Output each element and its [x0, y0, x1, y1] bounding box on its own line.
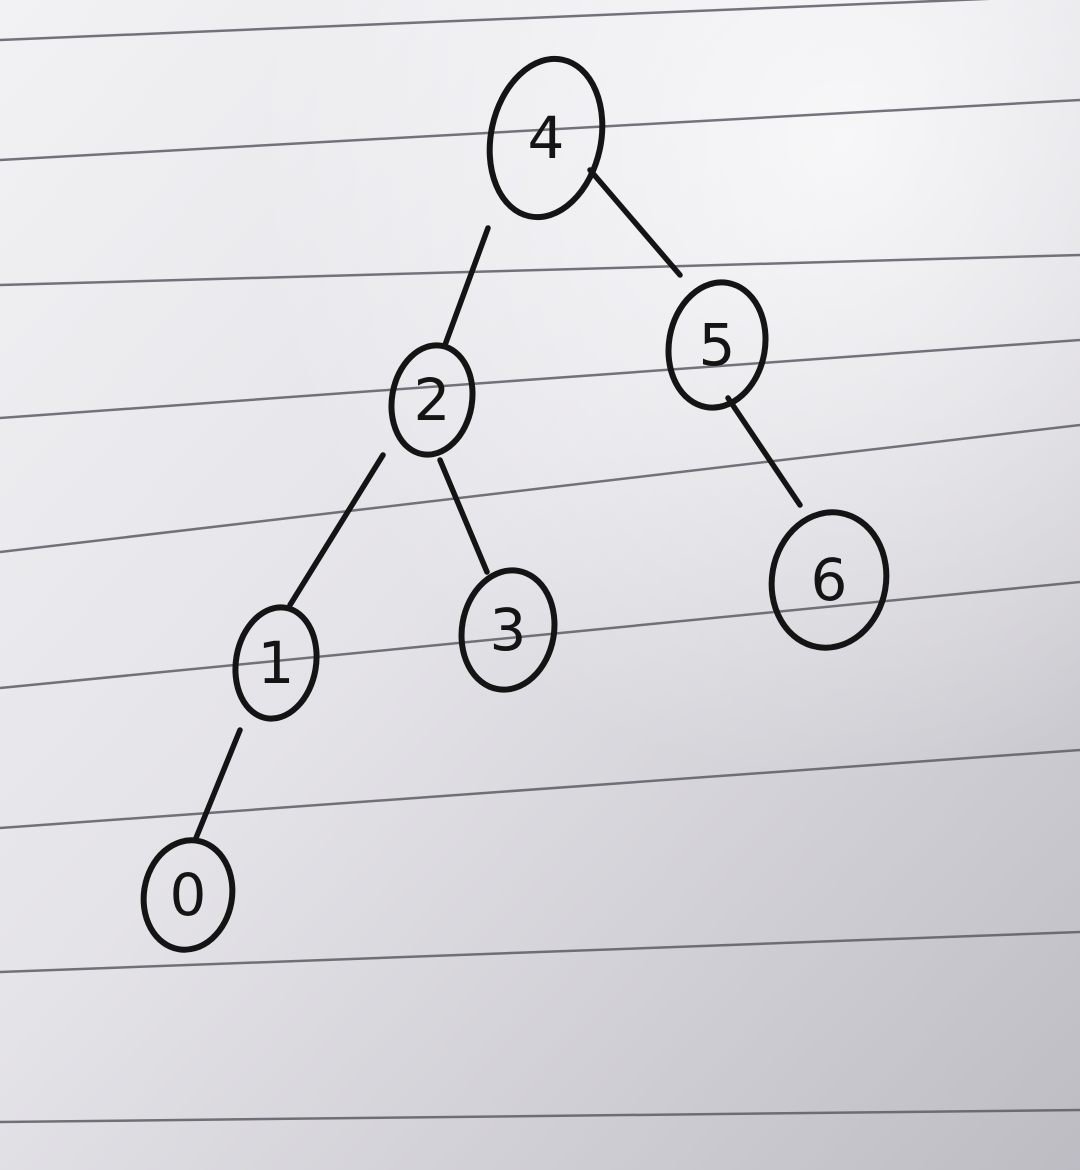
edge-4-2 [442, 225, 491, 348]
tree-node-3: 3 [458, 567, 558, 693]
tree-node-1: 1 [232, 604, 320, 722]
edge-4-5 [587, 167, 683, 278]
node-circle [458, 567, 558, 693]
node-label: 0 [170, 861, 207, 929]
node-circle [232, 604, 320, 722]
rule-line [0, 580, 1080, 690]
tree-node-2: 2 [388, 342, 476, 458]
ruled-lines [0, 0, 1080, 1124]
node-circle [768, 509, 890, 651]
rule-line [0, 338, 1080, 420]
edge-1-0 [193, 727, 243, 841]
node-label: 6 [811, 546, 848, 614]
node-label: 4 [528, 104, 565, 172]
node-circle [140, 837, 236, 953]
edge-2-1 [287, 452, 386, 608]
node-label: 5 [699, 311, 736, 379]
node-circle [665, 279, 769, 411]
tree-node-6: 6 [768, 509, 890, 651]
rule-line [0, 748, 1080, 830]
node-label: 1 [258, 629, 295, 697]
tree-edges [193, 167, 803, 841]
rule-line [0, 98, 1080, 162]
tree-nodes: 4 2 5 1 3 6 0 [140, 55, 890, 953]
rule-line [0, 0, 991, 42]
node-circle [486, 55, 606, 221]
rule-line [0, 930, 1080, 974]
edge-5-6 [725, 395, 803, 508]
tree-node-4: 4 [486, 55, 606, 221]
node-circle [388, 342, 476, 458]
node-label: 2 [414, 366, 451, 434]
tree-node-0: 0 [140, 837, 236, 953]
rule-line [0, 1108, 1080, 1124]
edge-2-3 [437, 457, 490, 575]
rule-line [0, 423, 1080, 554]
tree-node-5: 5 [665, 279, 769, 411]
rule-line [0, 253, 1080, 287]
node-label: 3 [490, 596, 527, 664]
